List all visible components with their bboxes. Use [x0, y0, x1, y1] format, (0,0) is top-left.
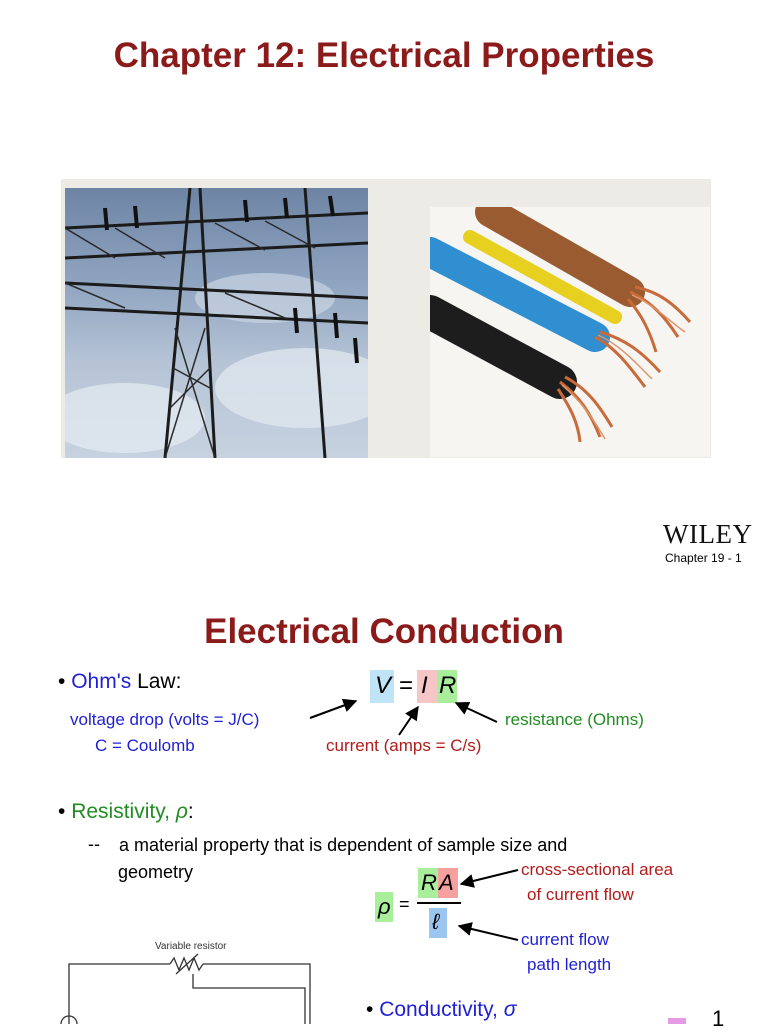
resistivity-name: Resistivity,: [71, 800, 176, 823]
meter-symbol: [60, 1015, 78, 1024]
bullet-glyph: •: [58, 670, 66, 693]
resistance-highlight: [437, 670, 457, 703]
resistance-label: resistance (Ohms): [505, 710, 644, 729]
eq-equals: =: [399, 894, 410, 914]
cross-sectional-area-label: cross-sectional area: [521, 860, 674, 879]
power-tower-graphic: [65, 188, 368, 458]
coulomb-label: C = Coulomb: [95, 736, 195, 755]
resistivity-equation: ρ = R A ℓ: [373, 868, 463, 940]
circuit-diagram: [60, 953, 311, 1024]
eq-r: R: [439, 672, 457, 699]
page-number-label: Chapter 19 - 1: [665, 551, 742, 565]
current-highlight: [417, 670, 437, 703]
fraction-bar: [417, 902, 461, 904]
bullet-glyph: •: [58, 800, 66, 823]
resistivity-bullet: • Resistivity, ρ:: [58, 800, 194, 824]
bullet-glyph: •: [366, 998, 374, 1021]
cables-graphic: [430, 207, 692, 443]
resistivity-colon: :: [187, 800, 194, 823]
resistivity-symbol: ρ: [175, 800, 188, 823]
ohms-law-bullet: • Ohm's Law:: [58, 670, 181, 694]
rho-highlight: [375, 892, 393, 922]
slide-2-title: Electrical Conduction: [204, 612, 564, 651]
conductivity-bullet: • Conductivity, σ: [366, 998, 516, 1022]
power-tower-photo: [65, 188, 368, 458]
resistor-arrow: [175, 953, 199, 975]
current-label: current (amps = C/s): [326, 736, 482, 755]
electrical-cables-photo: [430, 207, 710, 457]
eq-r: R: [421, 870, 437, 895]
eq-v: V: [375, 672, 392, 699]
dash-glyph: --: [88, 834, 100, 854]
eq-l: ℓ: [432, 909, 440, 934]
ohms-law-rest: Law:: [131, 670, 182, 693]
wiley-logo: WILEY: [663, 519, 753, 549]
path-length-arrow: [457, 922, 519, 941]
r-highlight: [418, 868, 438, 898]
eq-i: I: [421, 672, 428, 699]
conductivity-name: Conductivity,: [379, 998, 504, 1021]
current-flow-area-label: of current flow: [527, 885, 634, 904]
resistivity-desc-line2: geometry: [118, 862, 194, 882]
slide-1-title: Chapter 12: Electrical Properties: [113, 36, 655, 75]
voltage-drop-label: voltage drop (volts = J/C): [70, 710, 260, 729]
current-arrow: [398, 705, 419, 736]
voltage-arrow: [309, 698, 358, 719]
voltage-highlight: [370, 670, 394, 703]
variable-resistor-label: Variable resistor: [155, 941, 227, 952]
circuit-wire-inner: [192, 974, 306, 1024]
area-arrow: [459, 869, 519, 888]
partial-highlight: [668, 1018, 686, 1024]
circuit-wire-left: [68, 963, 170, 1024]
l-highlight: [429, 908, 447, 938]
resistance-arrow: [454, 701, 498, 723]
eq-equals: =: [399, 672, 414, 699]
ohms-law-name: Ohm's: [71, 670, 132, 693]
eq-a: A: [439, 870, 454, 895]
current-flow-label: current flow: [521, 930, 609, 949]
resistivity-desc-line1: a material property that is dependent of…: [119, 835, 568, 855]
path-length-label: path length: [527, 955, 612, 974]
eq-rho: ρ: [378, 894, 391, 919]
page-number-fragment: 1: [712, 1006, 725, 1031]
a-highlight: [438, 868, 458, 898]
conductivity-symbol: σ: [503, 998, 517, 1021]
circuit-wire-right: [203, 963, 311, 1024]
